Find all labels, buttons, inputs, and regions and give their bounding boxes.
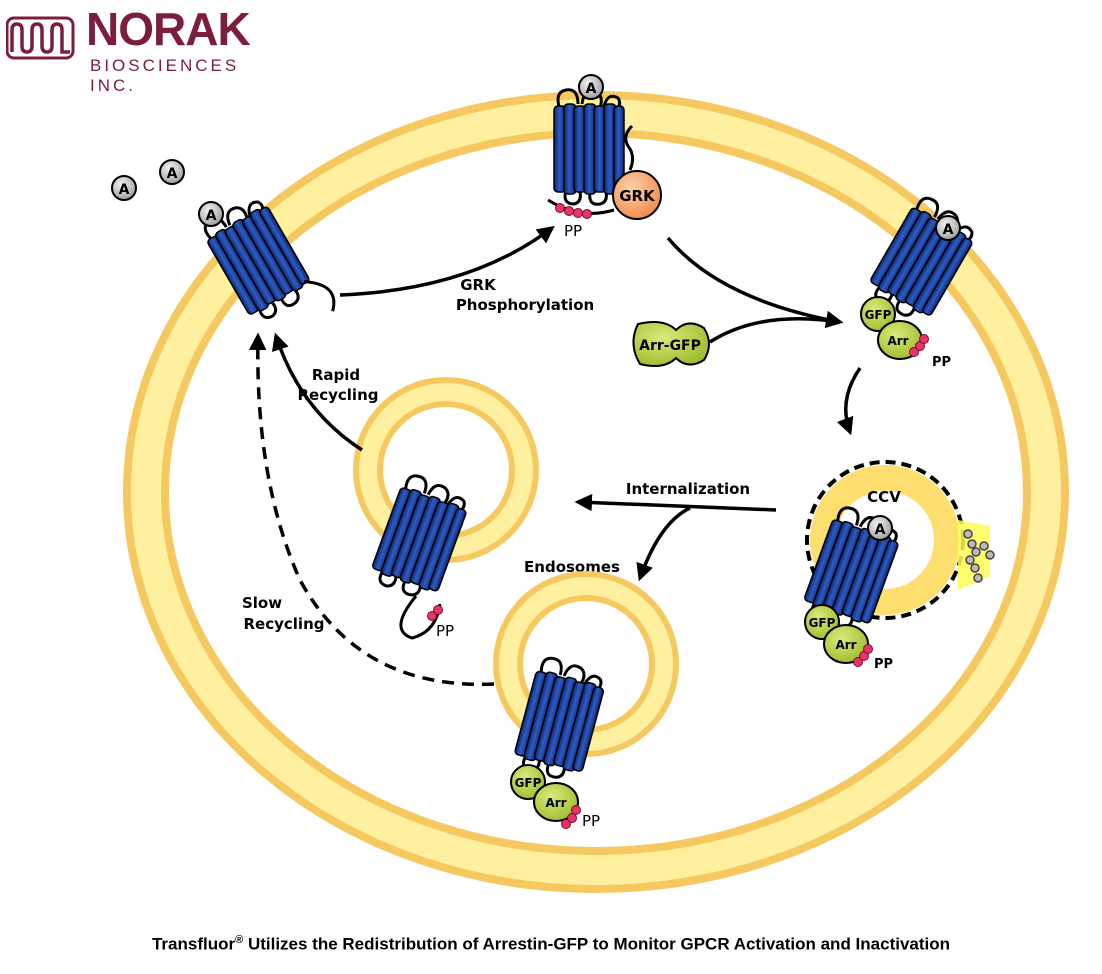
transfluor-diagram: A A A A GRK PP GRK Phosphorylation Arr-G… <box>111 74 1069 893</box>
arrow-to-ccv <box>836 367 862 436</box>
agonist-bound-3: A <box>935 215 961 241</box>
svg-text:A: A <box>875 522 886 538</box>
arrow-to-arrestin <box>666 236 844 329</box>
svg-text:Arr: Arr <box>545 796 566 810</box>
rapid-recycling-label: Rapid <box>312 366 360 384</box>
arrestin-complex-2: GFP Arr <box>804 604 869 664</box>
pp-label-grk: PP <box>564 222 582 240</box>
svg-text:GFP: GFP <box>809 616 836 630</box>
arrestin-gfp-free: Arr-GFP <box>632 321 710 367</box>
svg-text:GFP: GFP <box>865 308 892 322</box>
svg-text:A: A <box>167 166 178 182</box>
svg-text:A: A <box>206 208 217 224</box>
svg-text:Arr: Arr <box>887 334 908 348</box>
pp-label-4: PP <box>582 812 600 830</box>
internalization-label: Internalization <box>626 480 750 498</box>
svg-text:A: A <box>586 81 597 97</box>
pp-label-3: PP <box>436 622 454 640</box>
svg-text:A: A <box>943 222 954 238</box>
svg-text:Recycling: Recycling <box>298 386 379 404</box>
logo-name: NORAK <box>86 3 251 55</box>
pp-label-2: PP <box>874 657 893 672</box>
svg-text:Recycling: Recycling <box>244 615 325 633</box>
svg-text:Phosphorylation: Phosphorylation <box>456 296 594 314</box>
svg-text:Arr-GFP: Arr-GFP <box>639 338 701 354</box>
arrow-internalization <box>574 493 777 512</box>
logo-receptor-icon <box>6 16 75 60</box>
phosphates-grk <box>555 203 592 219</box>
arrestin-complex-3: GFP Arr <box>510 764 579 822</box>
clathrin-coated-vesicle <box>805 460 995 620</box>
slow-recycling-label: Slow <box>242 594 282 612</box>
ccv-label: CCV <box>867 488 901 506</box>
agonist-free-1: A <box>111 175 137 201</box>
endosomes-label: Endosomes <box>524 558 620 576</box>
norak-logo: NORAK BIOSCIENCES INC. <box>0 0 280 95</box>
svg-text:Arr: Arr <box>835 638 856 652</box>
agonist-bound-2: A <box>578 74 604 100</box>
pp-label-1: PP <box>932 355 951 370</box>
grk-phosphorylation-label: GRK <box>460 276 497 294</box>
svg-text:A: A <box>119 182 130 198</box>
svg-text:GFP: GFP <box>515 776 542 790</box>
arrow-grk-phosphorylation <box>339 225 555 297</box>
figure-caption: Transfluor® Utilizes the Redistribution … <box>151 934 951 954</box>
agonist-bound-1: A <box>198 201 224 227</box>
logo-subtitle: BIOSCIENCES INC. <box>90 56 240 95</box>
grk-kinase: GRK <box>612 170 662 220</box>
agonist-bound-4: A <box>867 515 893 541</box>
arrow-rapid-recycling <box>272 332 363 452</box>
receptor-activated <box>196 190 336 328</box>
agonist-free-2: A <box>159 159 185 185</box>
svg-text:GRK: GRK <box>619 187 656 205</box>
